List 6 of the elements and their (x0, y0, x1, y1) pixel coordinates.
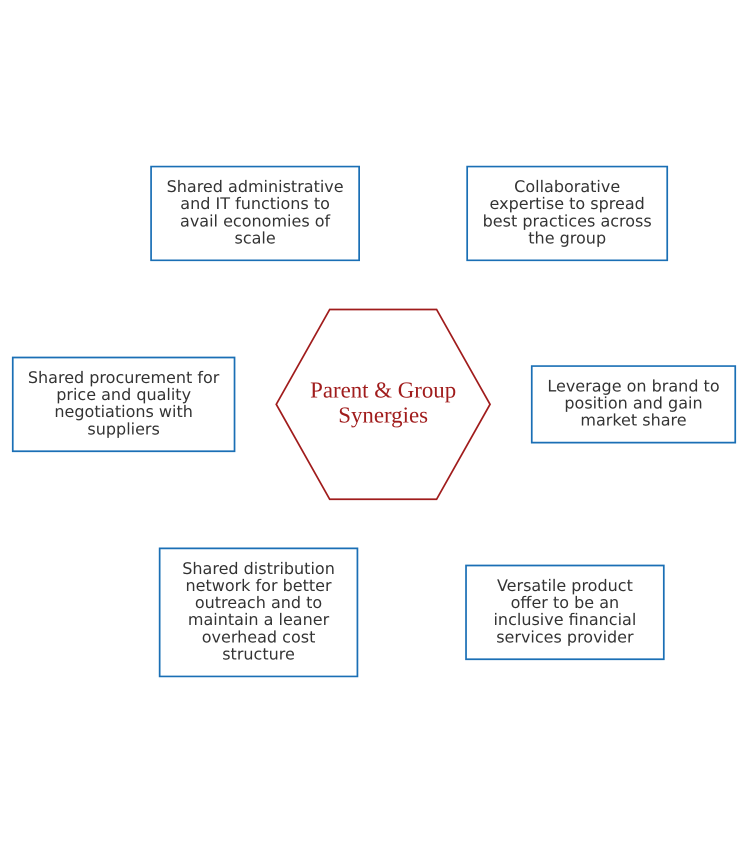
node-box: Versatile product offer to be an inclusive financial services provider (465, 564, 665, 660)
node-box: Shared procurement for price and quality negotiations with suppliers (12, 356, 236, 452)
node-box: Shared distribution network for better outreach and to maintain a leaner overhead cost structure (158, 548, 358, 678)
node-box: Shared administrative and IT functions to avail economies of scale (150, 166, 360, 262)
node-box: Collaborative expertise to spread best practices across the group (466, 166, 668, 262)
node-box: Leverage on brand to position and gain market share (530, 365, 736, 444)
